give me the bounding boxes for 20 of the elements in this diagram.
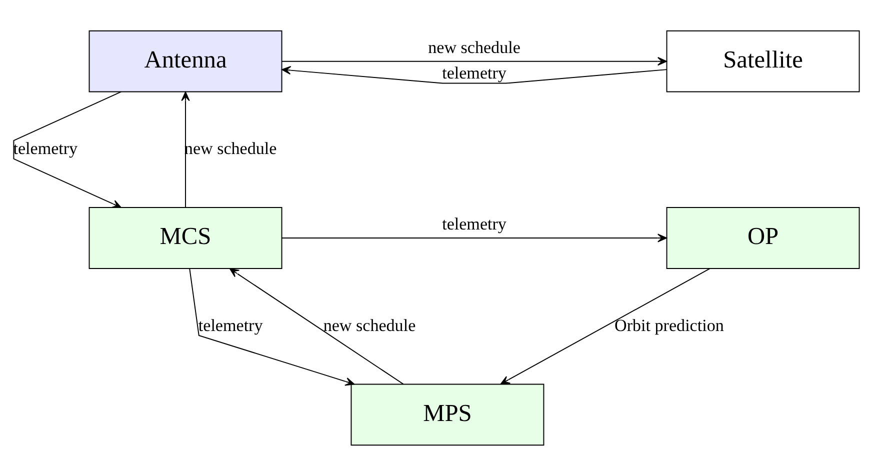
arrow: [189, 268, 355, 386]
edge-label: telemetry: [442, 63, 506, 82]
arrow: [281, 233, 667, 242]
node-box: Satellite: [666, 30, 860, 92]
arrow: [281, 56, 667, 66]
arrow: [229, 268, 404, 384]
arrow: [281, 65, 668, 84]
edge-label: new schedule: [323, 315, 416, 334]
edge-label: new schedule: [428, 38, 520, 57]
node-box: Antenna: [88, 30, 282, 92]
arrow: [500, 268, 710, 384]
edge-label: telemetry: [198, 315, 263, 334]
node-box: MCS: [88, 206, 282, 268]
edge-label: Orbit prediction: [614, 315, 724, 334]
arrow: [13, 90, 122, 208]
arrow: [181, 91, 190, 208]
edge-label: telemetry: [442, 214, 506, 234]
node-box: OP: [666, 206, 860, 268]
edge-label: telemetry: [13, 138, 78, 158]
node-box: MPS: [350, 383, 544, 446]
